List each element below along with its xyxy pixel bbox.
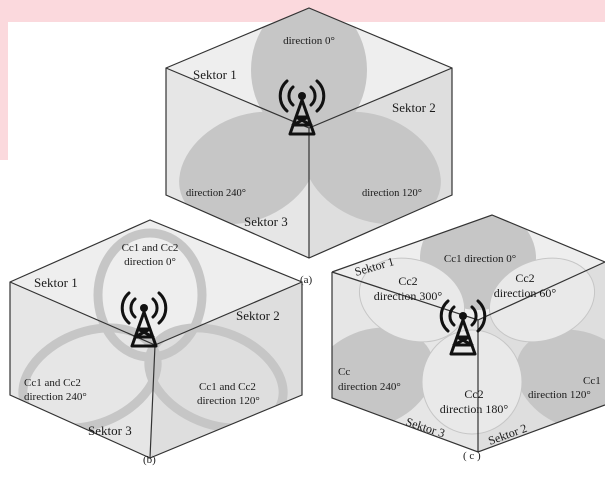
diagram-b-dir-0-line2: direction 0° [124, 256, 176, 268]
diagram-c-cc2-60-line1: Cc2 [515, 271, 534, 285]
diagram-b-sector-1: Sektor 1 [34, 275, 78, 290]
diagram-c-cc2-180-line2: direction 180° [440, 402, 509, 416]
diagram-b-dir-0-line1: Cc1 and Cc2 [122, 242, 179, 254]
diagram-b-caption: (b) [143, 454, 156, 466]
diagram-b-dir-120-line2: direction 120° [197, 395, 260, 407]
diagram-a-dir-120: direction 120° [362, 188, 422, 199]
diagram-b-dir-120-line1: Cc1 and Cc2 [199, 381, 256, 393]
diagram-a-sector-2: Sektor 2 [392, 100, 436, 115]
diagram-a-sector-3: Sektor 3 [244, 214, 288, 229]
diagram-a-dir-240: direction 240° [186, 188, 246, 199]
diagram-c-cc2-180-line1: Cc2 [464, 387, 483, 401]
diagram-c-cc2-300-line2: direction 300° [374, 289, 443, 303]
diagram-c-cc1-0: Cc1 direction 0° [444, 253, 516, 265]
diagram-b: Cc1 and Cc2 direction 0° Sektor 1 Sektor… [9, 219, 303, 466]
diagram-c-cc1-120-line2: direction 120° [528, 389, 591, 401]
diagram-c-cc1-240-line1: Cc [338, 366, 350, 378]
diagram-a-dir-0: direction 0° [283, 35, 335, 47]
diagram-c-cc2-300-line1: Cc2 [398, 274, 417, 288]
diagram-b-sector-2: Sektor 2 [236, 308, 280, 323]
diagram-b-sector-3: Sektor 3 [88, 423, 132, 438]
diagram-a-sector-1: Sektor 1 [193, 67, 237, 82]
diagram-a: direction 0° Sektor 1 Sektor 2 Sektor 3 … [165, 7, 453, 286]
diagram-c-cc2-60-line2: direction 60° [494, 286, 557, 300]
diagram-a-lobes [179, 8, 441, 225]
diagram-c-cc1-240-line2: direction 240° [338, 381, 401, 393]
diagram-b-dir-240-line1: Cc1 and Cc2 [24, 377, 81, 389]
diagram-c-cc1-120-line1: Cc1 [583, 375, 601, 387]
diagram-c-caption: ( c ) [463, 450, 481, 462]
diagram-b-dir-240-line2: direction 240° [24, 391, 87, 403]
diagram-a-caption: (a) [300, 274, 313, 286]
diagram-c: Cc1 direction 0° Sektor 1 Cc2 direction … [331, 214, 605, 462]
